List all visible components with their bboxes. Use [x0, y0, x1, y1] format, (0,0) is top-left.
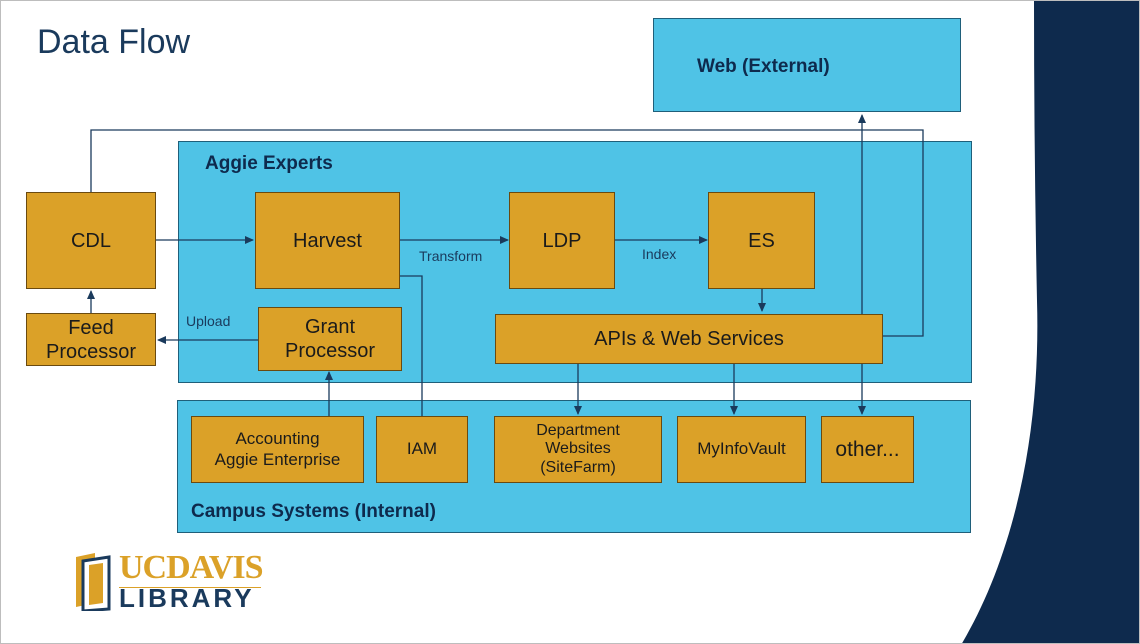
- node-harvest: Harvest: [255, 192, 400, 289]
- node-ldp: LDP: [509, 192, 615, 289]
- aggie-experts-label: Aggie Experts: [205, 153, 333, 174]
- node-cdl: CDL: [26, 192, 156, 289]
- web-external-region: Web (External): [653, 18, 961, 112]
- slide-title: Data Flow: [37, 23, 191, 61]
- logo-library-text: LIBRARY: [119, 583, 255, 613]
- node-myinfovault: MyInfoVault: [677, 416, 806, 483]
- logo-divider: [119, 587, 261, 588]
- node-iam: IAM: [376, 416, 468, 483]
- feed-processor-label: Feed Processor: [45, 316, 137, 363]
- node-other: other...: [821, 416, 914, 483]
- node-feed-processor: Feed Processor: [26, 313, 156, 366]
- node-apis-web-services: APIs & Web Services: [495, 314, 883, 364]
- edge-label-transform: Transform: [419, 248, 483, 264]
- edge-label-upload: Upload: [186, 313, 231, 329]
- grant-processor-label: Grant Processor: [284, 316, 376, 362]
- campus-systems-label: Campus Systems (Internal): [191, 501, 436, 522]
- node-grant-processor: Grant Processor: [258, 307, 402, 371]
- library-book-icon: [76, 553, 111, 611]
- node-accounting: Accounting Aggie Enterprise: [191, 416, 364, 483]
- department-websites-label: Department Websites (SiteFarm): [536, 421, 620, 476]
- logo-ucdavis-text: UCDAVIS: [119, 549, 264, 586]
- node-department-websites: Department Websites (SiteFarm): [494, 416, 662, 483]
- node-es: ES: [708, 192, 815, 289]
- edge-label-index: Index: [642, 246, 677, 262]
- uc-davis-library-logo: UCDAVIS LIBRARY: [73, 549, 273, 613]
- accounting-label: Accounting Aggie Enterprise: [214, 429, 341, 469]
- web-external-label: Web (External): [697, 56, 830, 77]
